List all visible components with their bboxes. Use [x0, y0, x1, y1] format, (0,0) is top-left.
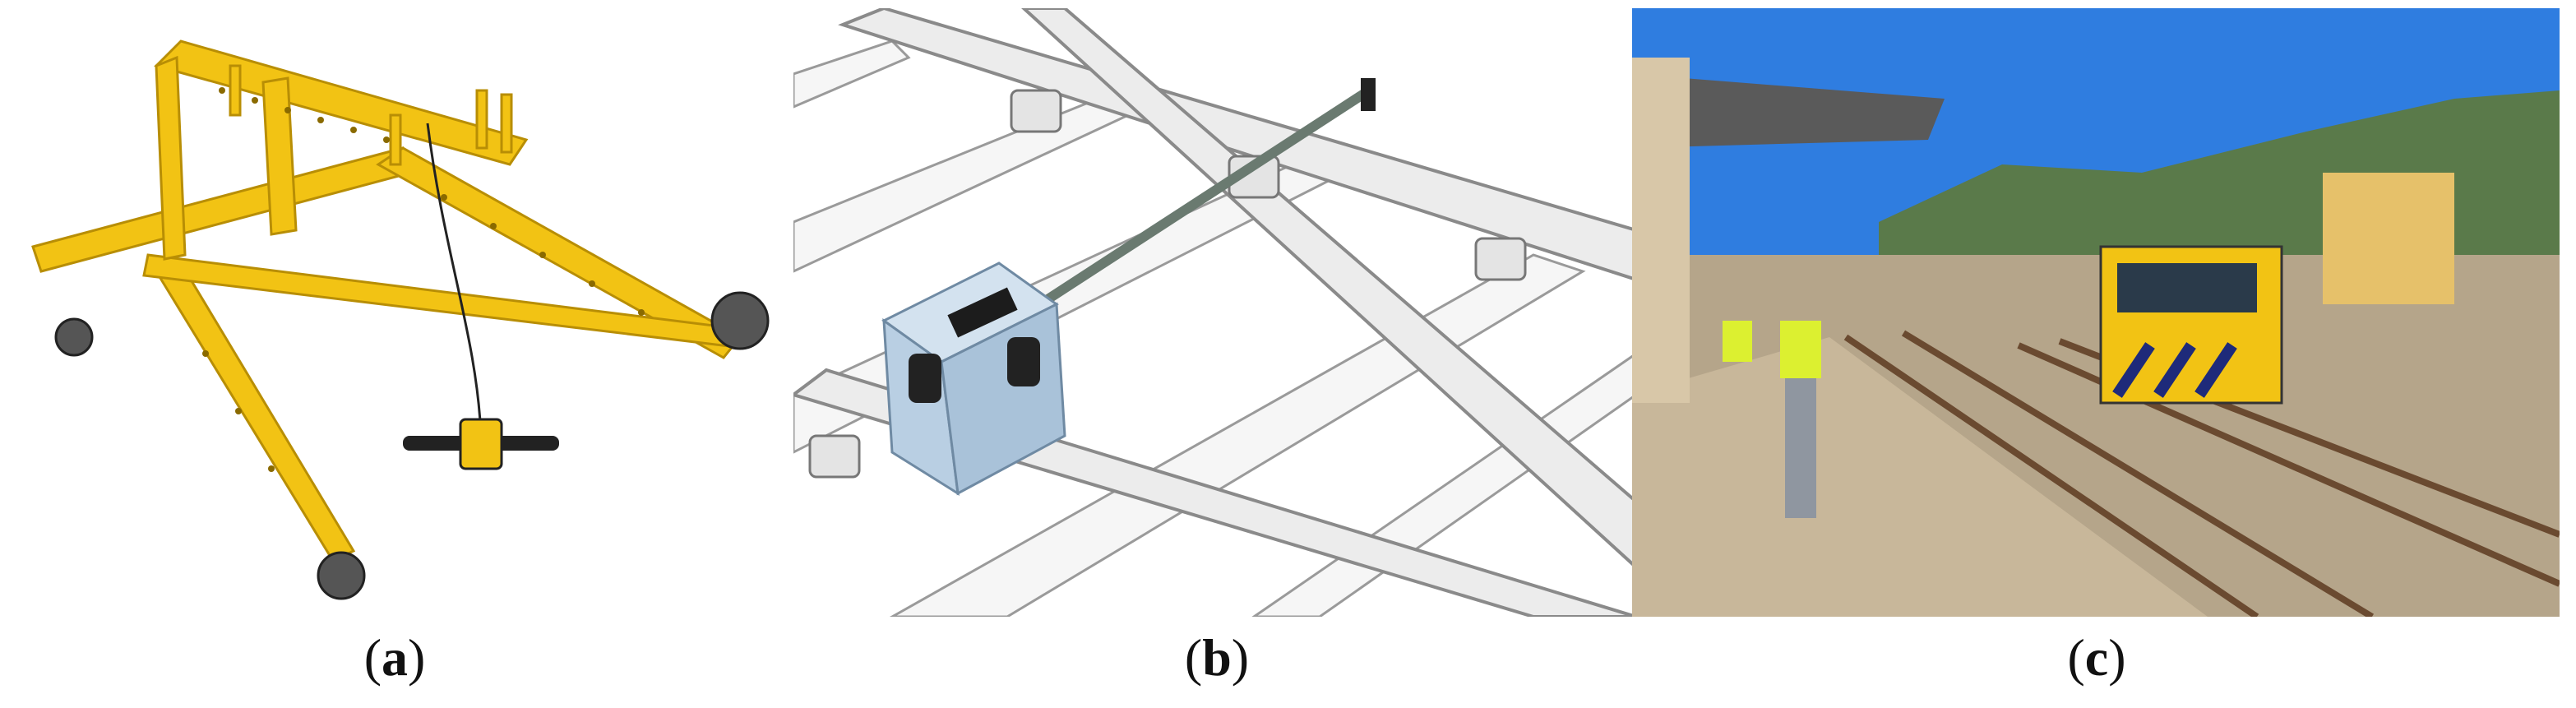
- panel-c-station-photo: [1632, 8, 2560, 617]
- caption-a-letter: a: [382, 628, 408, 687]
- trolley-image: [31, 39, 770, 600]
- rail-sensor-image: [793, 8, 1636, 617]
- caption-b-letter: b: [1202, 628, 1232, 687]
- caption-a: (a): [363, 628, 426, 687]
- panel-b-rail-sensor-illustration: [793, 8, 1636, 617]
- caption-c-letter: c: [2084, 628, 2109, 687]
- station-photo: [1632, 8, 2560, 617]
- caption-c: (c): [2067, 628, 2126, 687]
- caption-b: (b): [1184, 628, 1250, 687]
- panel-a-trolley-illustration: [16, 8, 781, 617]
